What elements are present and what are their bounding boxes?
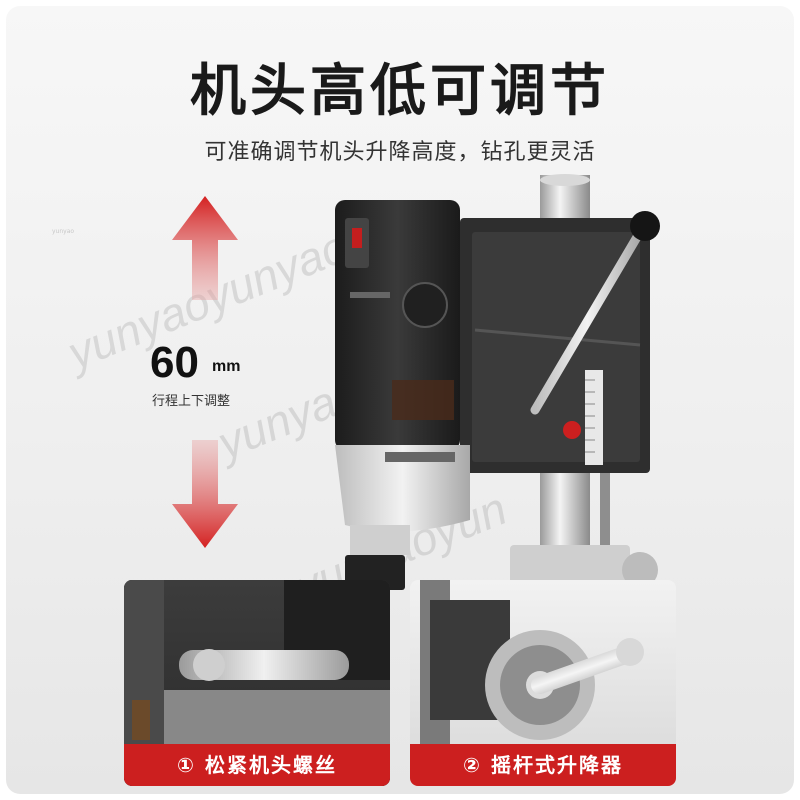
up-arrow-icon [172,196,238,300]
stroke-caption: 行程上下调整 [152,394,231,409]
page-title: 机头高低可调节 [190,59,610,124]
page-subtitle: 可准确调节机头升降高度，钻孔更灵活 [204,140,596,165]
inset-caption-screw: ① 松紧机头螺丝 [177,753,337,777]
tiny-watermark-text: yunyao [52,228,75,235]
stroke-value: 60 [150,338,199,387]
inset-caption-bar [410,744,676,786]
inset-caption-bar [124,744,390,786]
inset-caption-crank: ② 摇杆式升降器 [463,753,623,777]
stroke-unit: mm [212,358,241,375]
inset-panel-screw: ① 松紧机头螺丝 [124,580,390,786]
down-arrow-icon [172,440,238,548]
inset-panel-crank: ② 摇杆式升降器 [410,580,676,786]
